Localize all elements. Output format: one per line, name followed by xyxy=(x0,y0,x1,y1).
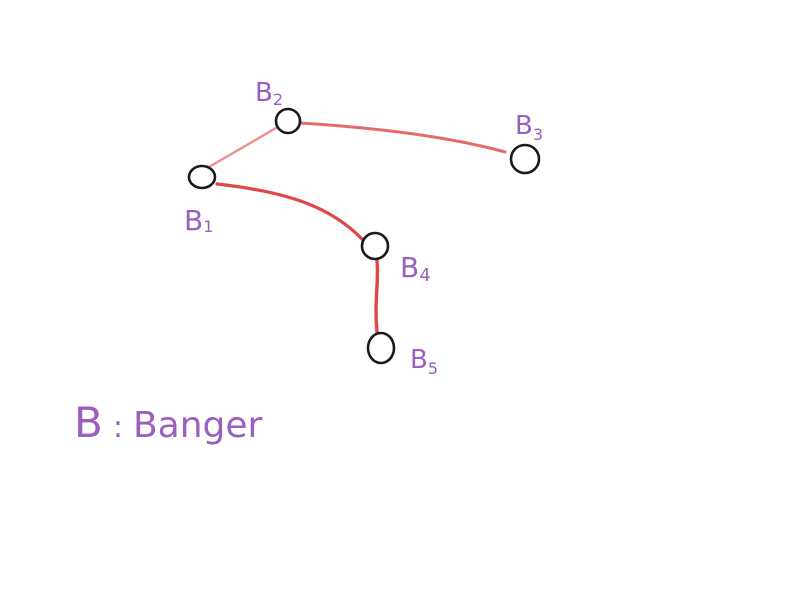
edge-b2-b3 xyxy=(298,121,507,154)
node-label-b2: B2 xyxy=(255,78,283,109)
node-label-subscript: 3 xyxy=(533,125,543,144)
node-label-subscript: 4 xyxy=(419,265,430,286)
node-label-b1: B1 xyxy=(184,204,213,237)
node-b2[interactable] xyxy=(274,107,302,135)
node-labels: B2 B3 B1 B4 B5 xyxy=(184,78,543,378)
node-label-subscript: 5 xyxy=(428,359,438,378)
node-b5[interactable] xyxy=(366,331,396,365)
node-label-letter: B xyxy=(515,111,533,141)
node-label-letter: B xyxy=(410,345,428,375)
node-label-subscript: 1 xyxy=(203,217,213,236)
node-label-subscript: 2 xyxy=(273,90,283,109)
legend: B: Banger xyxy=(74,398,263,447)
legend-key: B xyxy=(74,398,103,447)
node-label-letter: B xyxy=(255,78,273,108)
node-label-letter: B xyxy=(400,251,419,284)
node-label-b5: B5 xyxy=(410,345,438,378)
edges xyxy=(207,121,507,334)
node-b1[interactable] xyxy=(187,164,217,190)
node-label-b3: B3 xyxy=(515,111,543,144)
node-label-b4: B4 xyxy=(400,251,431,286)
node-b4[interactable] xyxy=(360,231,390,261)
edge-b1-b2 xyxy=(207,126,278,169)
node-b3[interactable] xyxy=(509,143,541,175)
legend-meaning: Banger xyxy=(133,405,263,446)
node-label-letter: B xyxy=(184,204,203,237)
nodes xyxy=(187,107,541,365)
edge-b1-b4 xyxy=(215,182,364,241)
edge-b4-b5 xyxy=(374,259,380,334)
legend-separator: : xyxy=(113,410,123,445)
